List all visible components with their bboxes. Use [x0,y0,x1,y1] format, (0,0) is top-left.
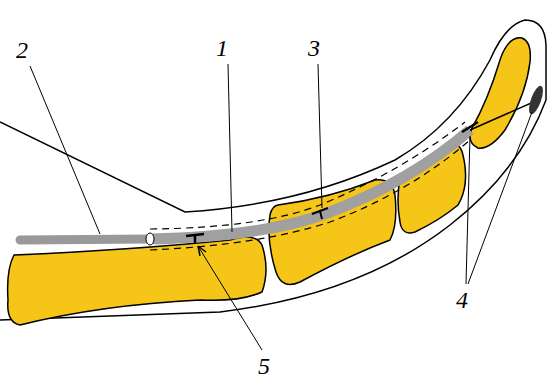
proximal-phalanx [8,237,266,325]
arrow-head [198,246,206,256]
sheath-line [150,140,470,250]
suture [312,208,328,219]
leader-line [198,246,262,350]
suture [186,234,204,243]
graft-end [146,233,154,245]
sheath-line [150,122,465,229]
leader-line [228,64,232,232]
callout-number: 3 [308,36,320,60]
callout-number: 4 [456,288,468,312]
tendon-stump [20,239,150,240]
leader-line [30,66,100,234]
leader-line [318,64,322,208]
nail-phalanx [470,38,530,148]
leader-line [468,112,532,284]
callout-number: 5 [258,354,270,378]
callout-number: 1 [216,36,228,60]
callout-number: 2 [16,38,28,62]
leader-line [466,136,470,284]
button [526,84,546,116]
pull-out-wire [470,100,538,130]
suture [462,122,478,132]
tendon-graft [150,130,470,239]
